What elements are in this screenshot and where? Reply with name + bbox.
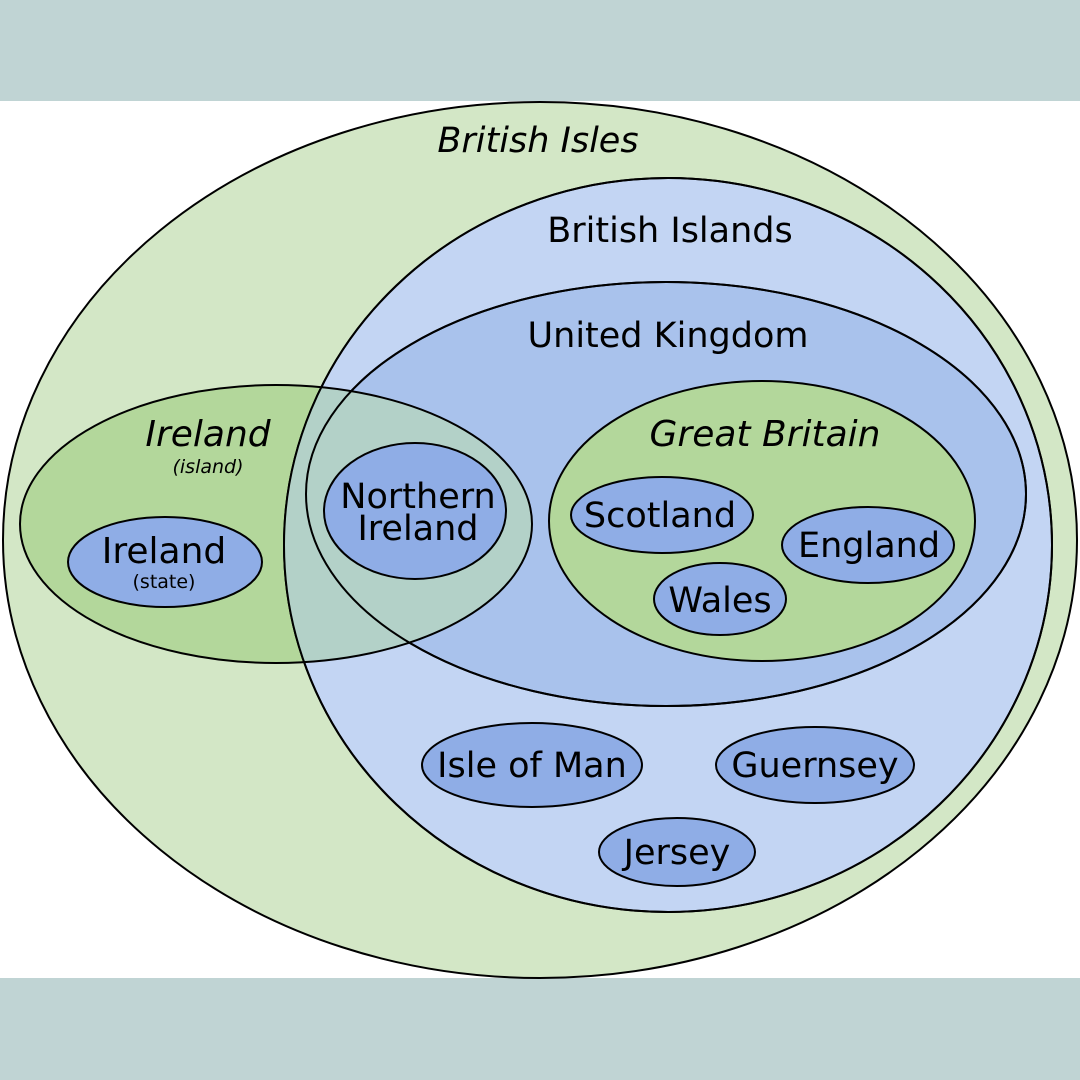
label-scotland: Scotland xyxy=(584,496,736,536)
label-british-isles: British Isles xyxy=(437,121,638,161)
label-jersey: Jersey xyxy=(622,833,731,873)
member-isle-of-man xyxy=(421,722,643,808)
uk-outline xyxy=(305,281,1027,707)
member-england xyxy=(781,506,955,584)
label-great-britain: Great Britain xyxy=(650,414,881,455)
bottom-band xyxy=(0,978,1080,1080)
member-northern-ireland xyxy=(323,442,507,580)
british-islands-outline xyxy=(283,177,1053,913)
member-guernsey xyxy=(715,726,915,804)
top-band xyxy=(0,0,1080,101)
label-isle-of-man: Isle of Man xyxy=(437,746,627,786)
member-jersey xyxy=(598,817,756,887)
label-ireland-island: Ireland xyxy=(145,414,271,455)
label-northern-ireland-line1: Northern xyxy=(340,477,495,517)
label-united-kingdom: United Kingdom xyxy=(528,316,809,356)
sublabel-ireland-island: (island) xyxy=(172,456,243,478)
label-ireland-state: Ireland xyxy=(102,531,227,572)
label-northern-ireland-line2: Ireland xyxy=(357,509,478,549)
label-england: England xyxy=(798,526,940,566)
ireland-island-outline xyxy=(19,384,533,664)
member-wales xyxy=(653,562,787,636)
label-guernsey: Guernsey xyxy=(731,746,898,786)
member-ireland-state xyxy=(67,516,263,608)
label-wales: Wales xyxy=(668,581,771,621)
label-british-islands: British Islands xyxy=(547,211,792,251)
sublabel-ireland-state: (state) xyxy=(133,571,196,593)
member-scotland xyxy=(570,476,754,554)
